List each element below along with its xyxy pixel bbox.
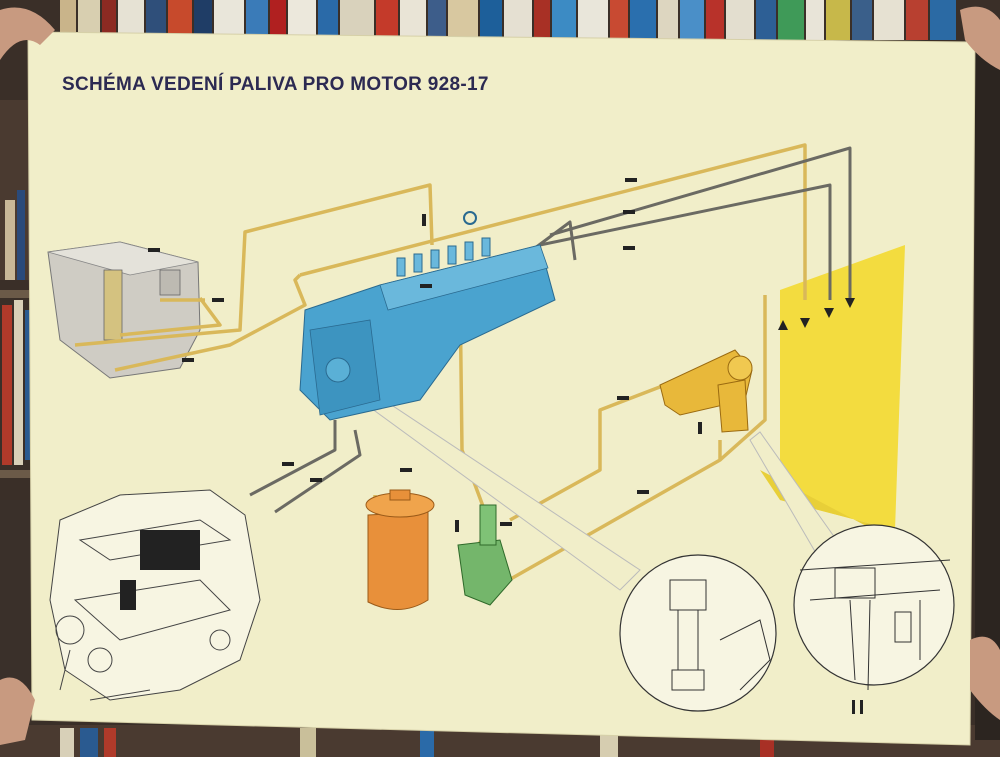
return-lines xyxy=(249,146,852,514)
detail-callout-cab xyxy=(793,524,955,691)
poster-title: SCHÉMA VEDENÍ PALIVA PRO MOTOR 928-17 xyxy=(62,74,489,95)
hands xyxy=(0,6,1000,745)
fuel-filter xyxy=(365,489,435,611)
cab-panel xyxy=(780,245,905,530)
engine-outline xyxy=(49,489,261,701)
detail-callout-injector xyxy=(619,554,777,712)
injection-pump xyxy=(299,211,556,421)
flame-heater xyxy=(659,349,753,433)
flow-arrows xyxy=(148,178,863,714)
feed-pump xyxy=(457,504,513,606)
